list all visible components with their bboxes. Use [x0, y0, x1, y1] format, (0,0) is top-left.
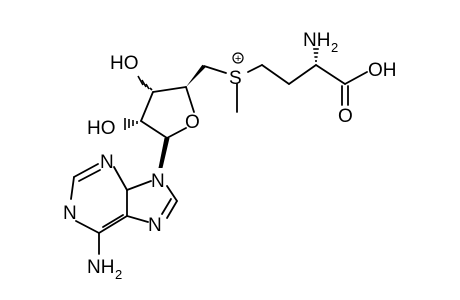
- bond-c2-c3: [140, 91, 154, 122]
- label-nh2-purine: NH: [87, 257, 114, 278]
- bond-c8-n7-b: [161, 198, 172, 215]
- bond-ch2-ch2: [261, 64, 290, 85]
- wedge-c1-n9: [158, 138, 170, 168]
- bond-c8-n7-a: [166, 200, 178, 219]
- bond-s-ch2: [247, 64, 263, 73]
- label-n-right: N: [148, 215, 162, 236]
- bond-c3-c4: [152, 86, 187, 93]
- label-ho-upper: HO: [110, 53, 139, 74]
- bond-n1-c6: [75, 220, 100, 234]
- bond-c2-n1: [70, 176, 75, 200]
- label-o-ring: O: [185, 112, 200, 133]
- bond-s-c5prime: [203, 65, 227, 74]
- bond-c4-o4: [185, 86, 195, 113]
- atom-labels: NH 2 OH O S + HO HO O N N N N NH 2: [63, 30, 397, 282]
- bond-c-oh: [344, 71, 368, 85]
- charge-ring: [232, 52, 244, 64]
- bond-c6-c5-b: [102, 214, 124, 228]
- bond-n9-c8: [166, 185, 178, 202]
- bond-c4-n3: [113, 166, 128, 191]
- bond-ch2-calpha: [288, 64, 317, 85]
- bond-c6-c5-a: [98, 215, 128, 234]
- bond-n3-c2-a: [73, 163, 99, 178]
- stereo-bonds: [124, 48, 319, 168]
- label-charge-plus: +: [235, 53, 241, 65]
- label-n9: N: [151, 171, 165, 192]
- bond-calpha-cooh: [315, 64, 346, 85]
- label-n-left: N: [63, 203, 77, 224]
- bonds: [70, 64, 368, 255]
- bond-o4-c1: [166, 127, 187, 139]
- hash-c2-oh: [124, 118, 138, 130]
- hash-c3-oh: [137, 75, 153, 91]
- label-nh2-amino-sub: 2: [331, 40, 338, 55]
- hash-calpha-nh2: [313, 48, 319, 62]
- label-o-carbonyl: O: [338, 106, 353, 127]
- label-n-top: N: [100, 152, 114, 173]
- label-ho-lower: HO: [87, 118, 116, 139]
- label-s-sulfonium: S: [229, 68, 242, 89]
- wedge-c4-c5prime: [186, 64, 206, 87]
- bond-n7-c5: [126, 215, 149, 223]
- label-nh2-amino: NH: [303, 30, 330, 51]
- label-oh-acid: OH: [368, 60, 397, 81]
- label-nh2-purine-sub: 2: [115, 267, 122, 282]
- bond-n3-c2-b: [78, 169, 101, 182]
- bond-c4-n9: [126, 180, 152, 191]
- bond-c1-c2: [140, 120, 168, 139]
